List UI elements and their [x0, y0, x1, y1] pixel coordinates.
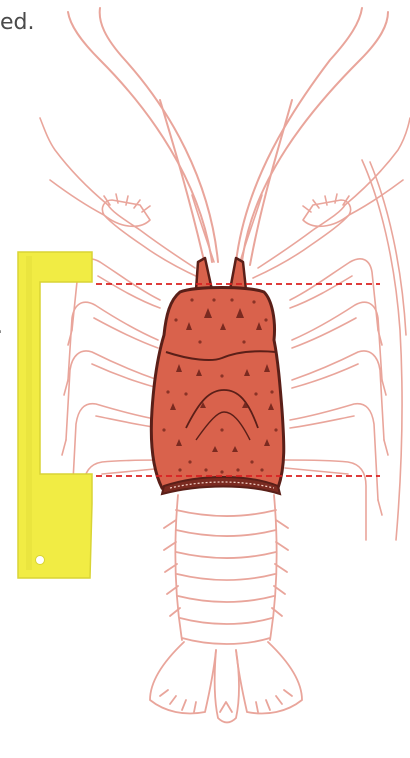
right-outer-leg [362, 160, 406, 540]
right-legs [285, 259, 388, 540]
left-rostral-horn [196, 258, 212, 290]
gauge-hanging-hole [36, 556, 45, 565]
carapace-highlight [151, 258, 283, 494]
tail-fan [150, 642, 302, 723]
gauge-inner-shade [26, 256, 32, 570]
right-rostral-horn [230, 258, 246, 290]
abdomen [164, 495, 288, 644]
measuring-gauge [18, 252, 92, 578]
carapace-shell [151, 288, 283, 489]
